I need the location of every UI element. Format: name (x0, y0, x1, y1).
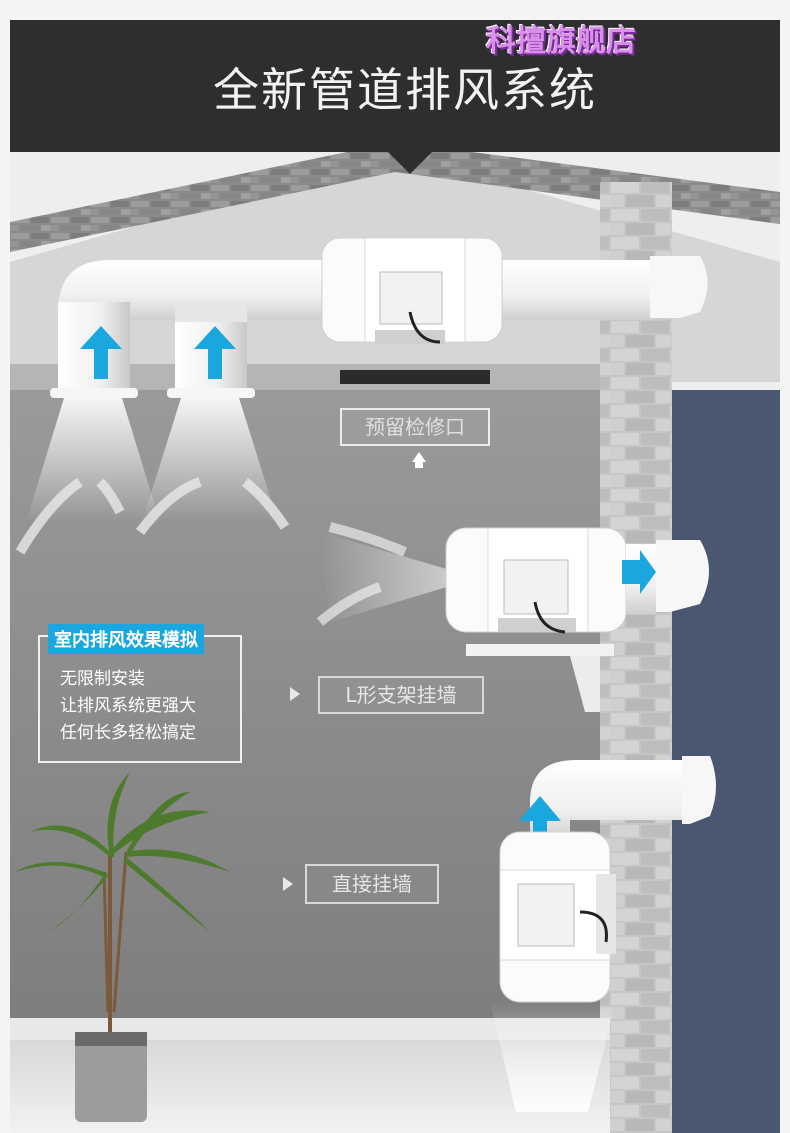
panel-line-1: 无限制安装 (60, 669, 145, 689)
bracket-pointer-icon (290, 687, 300, 701)
direct-wall-label: 直接挂墙 (305, 864, 439, 904)
l-bracket-text: L形支架挂墙 (345, 683, 457, 707)
header-pointer (388, 152, 432, 174)
panel-line-3: 任何长多轻松搞定 (60, 723, 196, 743)
direct-wall-pointer-icon (283, 877, 293, 891)
service-port-text: 预留检修口 (365, 415, 465, 439)
header-banner (10, 20, 780, 174)
simulation-panel-title: 室内排风效果模拟 (48, 624, 204, 654)
shop-name: 科擅旗舰店 (486, 24, 636, 59)
panel-line-2: 让排风系统更强大 (60, 696, 196, 716)
direct-wall-text: 直接挂墙 (332, 872, 412, 896)
l-bracket-label: L形支架挂墙 (318, 676, 484, 714)
page-title: 全新管道排风系统 (213, 63, 597, 117)
service-port-label: 预留检修口 (340, 408, 490, 446)
house-scene (10, 152, 780, 1133)
